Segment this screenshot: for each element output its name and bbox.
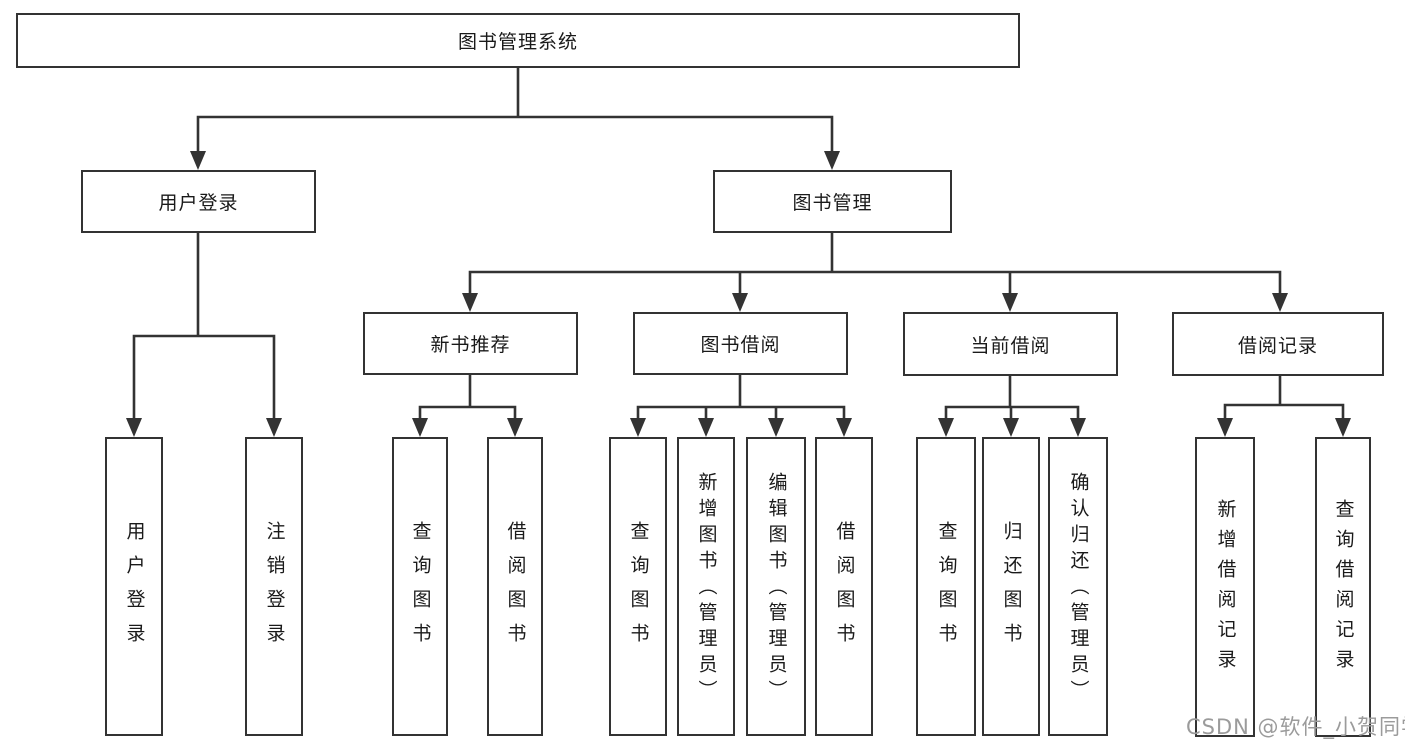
leaf-current-return-books: 归还图书 bbox=[982, 437, 1040, 736]
leaf-borrow-query-books: 查询图书 bbox=[609, 437, 667, 736]
node-current-borrow: 当前借阅 bbox=[903, 312, 1118, 376]
leaf-recommend-borrow-books: 借阅图书 bbox=[487, 437, 543, 736]
leaf-current-confirm-return-admin: 确认归还（管理员） bbox=[1048, 437, 1108, 736]
leaf-current-query-books: 查询图书 bbox=[916, 437, 976, 736]
leaf-borrow-edit-books-admin: 编辑图书（管理员） bbox=[746, 437, 806, 736]
leaf-recommend-query-books: 查询图书 bbox=[392, 437, 448, 736]
node-book-borrow: 图书借阅 bbox=[633, 312, 848, 375]
node-book-management: 图书管理 bbox=[713, 170, 952, 233]
leaf-user-login: 用户登录 bbox=[105, 437, 163, 736]
leaf-records-add-record: 新增借阅记录 bbox=[1195, 437, 1255, 737]
leaf-records-query-record: 查询借阅记录 bbox=[1315, 437, 1371, 737]
node-root: 图书管理系统 bbox=[16, 13, 1020, 68]
node-borrow-records: 借阅记录 bbox=[1172, 312, 1384, 376]
node-new-book-recommend: 新书推荐 bbox=[363, 312, 578, 375]
csdn-watermark: CSDN @软件_小贺同学 bbox=[1186, 715, 1405, 739]
leaf-borrow-borrow-books: 借阅图书 bbox=[815, 437, 873, 736]
node-user-login: 用户登录 bbox=[81, 170, 316, 233]
leaf-borrow-add-books-admin: 新增图书（管理员） bbox=[677, 437, 735, 736]
leaf-logout-login: 注销登录 bbox=[245, 437, 303, 736]
